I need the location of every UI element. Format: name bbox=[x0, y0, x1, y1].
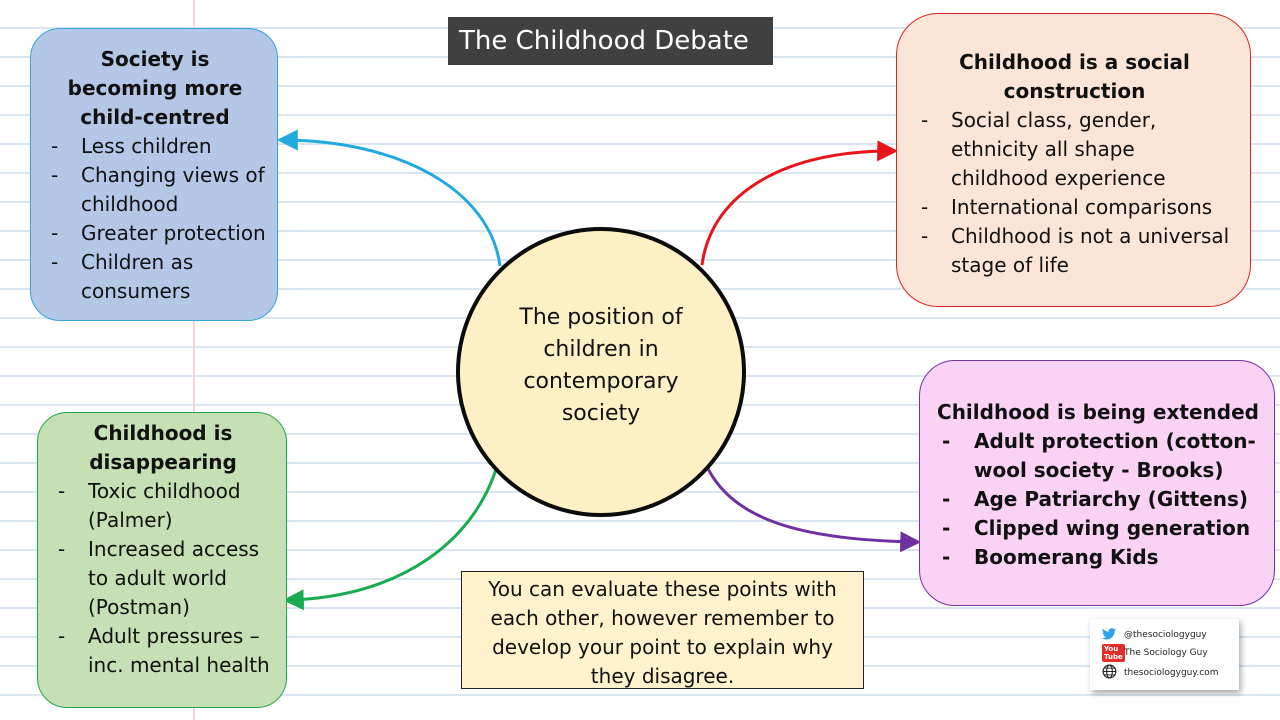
box-heading: Childhood is a social construction bbox=[959, 50, 1190, 103]
twitter-bird-icon bbox=[1102, 627, 1124, 643]
list-item: Greater protection bbox=[43, 219, 267, 248]
box-heading: Childhood is being extended bbox=[937, 400, 1259, 424]
arrow-to-extended bbox=[700, 454, 922, 553]
box-extended: Childhood is being extended Adult protec… bbox=[919, 360, 1275, 606]
list-item: Children as consumers bbox=[43, 248, 267, 306]
website-url: thesociologyguy.com bbox=[1124, 668, 1219, 678]
center-topic-label: The position of children in contemporary… bbox=[519, 305, 683, 426]
list-item: Boomerang Kids bbox=[932, 543, 1264, 572]
bullet-list: Toxic childhood (Palmer) Increased acces… bbox=[50, 477, 276, 680]
twitter-handle: @thesociologyguy bbox=[1124, 630, 1207, 640]
website-row: thesociologyguy.com bbox=[1102, 664, 1219, 682]
list-item: Childhood is not a universal stage of li… bbox=[913, 222, 1236, 280]
list-item: International comparisons bbox=[913, 193, 1236, 222]
list-item: Less children bbox=[43, 132, 267, 161]
notebook-margin-line bbox=[193, 0, 195, 720]
list-item: Changing views of childhood bbox=[43, 161, 267, 219]
list-item: Toxic childhood (Palmer) bbox=[50, 477, 276, 535]
globe-icon bbox=[1102, 664, 1124, 682]
box-heading: Society is becoming more child-centred bbox=[67, 47, 243, 129]
center-topic-circle: The position of children in contemporary… bbox=[456, 227, 746, 517]
social-badge: @thesociologyguy You Tube The Sociology … bbox=[1090, 619, 1239, 690]
youtube-icon: You Tube bbox=[1102, 644, 1125, 662]
bullet-list: Less children Changing views of childhoo… bbox=[43, 132, 267, 306]
list-item: Clipped wing generation bbox=[932, 514, 1264, 543]
twitter-row: @thesociologyguy bbox=[1102, 626, 1207, 644]
box-heading: Childhood is disappearing bbox=[89, 421, 237, 474]
arrow-to-disappearing bbox=[282, 454, 502, 611]
box-disappearing: Childhood is disappearing Toxic childhoo… bbox=[37, 412, 287, 708]
youtube-row: You Tube The Sociology Guy bbox=[1102, 644, 1208, 662]
list-item: Adult protection (cotton-wool society - … bbox=[932, 427, 1264, 485]
box-social-construction: Childhood is a social construction Socia… bbox=[896, 13, 1251, 307]
bullet-list: Adult protection (cotton-wool society - … bbox=[932, 427, 1264, 572]
list-item: Social class, gender, ethnicity all shap… bbox=[913, 106, 1236, 193]
arrow-to-child-centred bbox=[276, 129, 502, 267]
bullet-list: Social class, gender, ethnicity all shap… bbox=[913, 106, 1236, 280]
list-item: Increased access to adult world (Postman… bbox=[50, 535, 276, 622]
list-item: Adult pressures – inc. mental health bbox=[50, 622, 276, 680]
box-child-centred: Society is becoming more child-centred L… bbox=[30, 28, 278, 321]
list-item: Age Patriarchy (Gittens) bbox=[932, 485, 1264, 514]
youtube-channel: The Sociology Guy bbox=[1124, 648, 1208, 658]
page-title: The Childhood Debate bbox=[448, 17, 773, 65]
arrow-to-social-construction bbox=[700, 140, 899, 266]
evaluation-note: You can evaluate these points with each … bbox=[461, 571, 864, 689]
